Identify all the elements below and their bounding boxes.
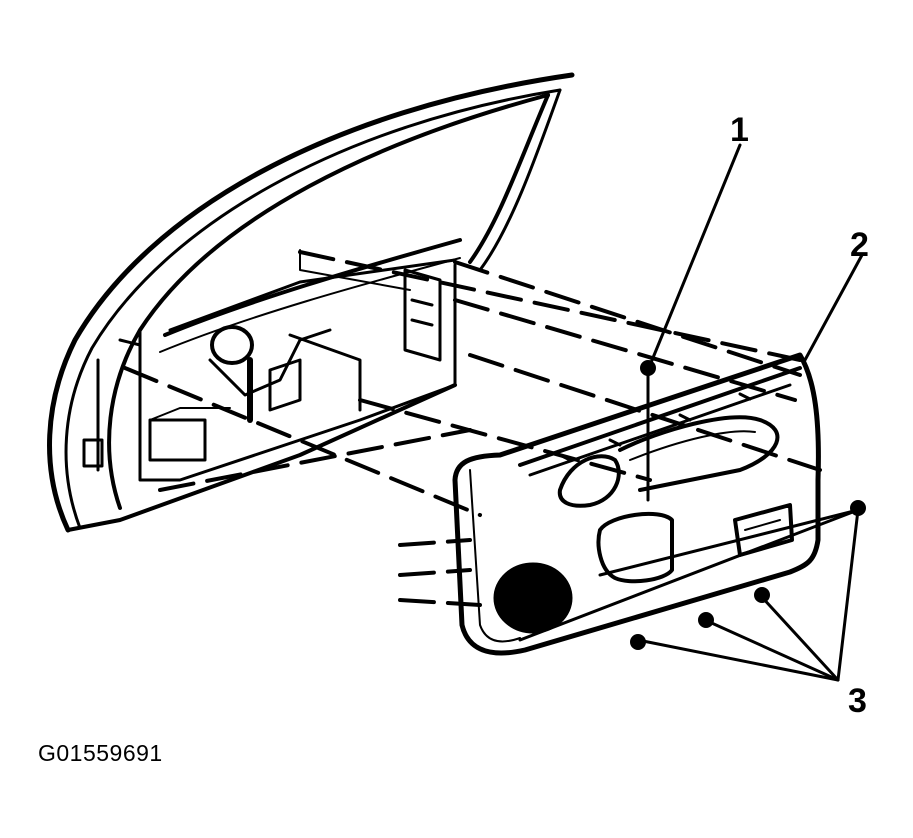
alignment-dashed-lines — [123, 250, 822, 607]
figure-id-label: G01559691 — [38, 740, 163, 766]
speaker-grille — [493, 562, 573, 634]
door-frame — [47, 72, 575, 533]
callout-2: 2 — [850, 226, 869, 264]
callout-leaders — [518, 143, 864, 682]
fastener-markers — [630, 360, 866, 650]
callout-1: 1 — [730, 111, 749, 149]
callout-3: 3 — [848, 682, 867, 720]
